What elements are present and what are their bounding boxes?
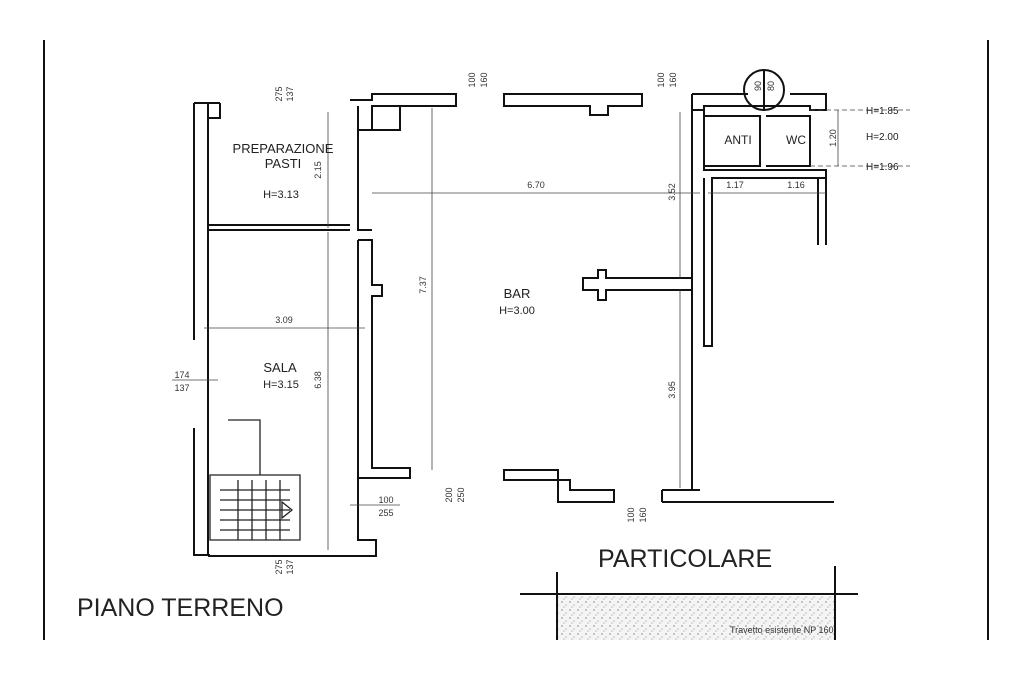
dim-638: 6.38 — [313, 371, 323, 389]
room-label-sala: SALA — [263, 360, 297, 375]
dim-left-win-a: 174 — [174, 370, 189, 380]
dim-top-win3-a: 100 — [656, 72, 666, 87]
detail-title: PARTICOLARE — [598, 545, 772, 573]
room-label-anti: ANTI — [724, 133, 751, 147]
room-height-bar: H=3.00 — [499, 305, 535, 317]
dim-737: 7.37 — [418, 276, 428, 294]
dim-circle-a: 90 — [753, 81, 763, 91]
dim-top-win1-b: 137 — [285, 86, 295, 101]
staircase — [209, 419, 301, 541]
dim-bottom-win-b: 160 — [638, 507, 648, 522]
dim-top-win2-a: 100 — [467, 72, 477, 87]
walls — [193, 69, 834, 557]
dim-670: 6.70 — [527, 180, 545, 190]
room-label-bar: BAR — [504, 286, 531, 301]
dim-bot-left-b: 137 — [285, 559, 295, 574]
dim-117: 1.17 — [726, 180, 744, 190]
dim-left-win-b: 137 — [174, 383, 189, 393]
room-height-preparazione: H=3.13 — [263, 189, 299, 201]
dim-circle-b: 80 — [766, 81, 776, 91]
dim-top-win3-b: 160 — [668, 72, 678, 87]
dimension-lines — [172, 108, 910, 550]
detail-drawing — [520, 566, 858, 640]
dim-120: 1.20 — [828, 129, 838, 147]
dim-top-win1-a: 275 — [274, 86, 284, 101]
dim-top-win2-b: 160 — [479, 72, 489, 87]
drawing-sheet — [0, 40, 1024, 640]
dim-bot-left-a: 275 — [274, 559, 284, 574]
dim-309: 3.09 — [275, 315, 293, 325]
dim-bottom-win-a: 100 — [626, 507, 636, 522]
room-height-sala: H=3.15 — [263, 379, 299, 391]
detail-note: Travetto esistente NP 160 — [730, 625, 834, 635]
dim-door-b: 255 — [378, 508, 393, 518]
dim-bottom-a: 200 — [444, 487, 454, 502]
room-label-wc: WC — [786, 133, 806, 147]
dim-215: 2.15 — [313, 161, 323, 179]
height-label-1: H=1.85 — [866, 106, 899, 117]
height-label-2: H=2.00 — [866, 132, 899, 143]
dim-door-a: 100 — [378, 495, 393, 505]
dim-352: 3.52 — [667, 183, 677, 201]
dim-bottom-b: 250 — [456, 487, 466, 502]
dim-116: 1.16 — [787, 180, 805, 190]
dim-395: 3.95 — [667, 381, 677, 399]
height-label-3: H=1.96 — [866, 162, 899, 173]
plan-title: PIANO TERRENO — [77, 594, 284, 622]
room-label-preparazione: PREPARAZIONE — [233, 141, 334, 156]
room-label-pasti: PASTI — [265, 156, 302, 171]
